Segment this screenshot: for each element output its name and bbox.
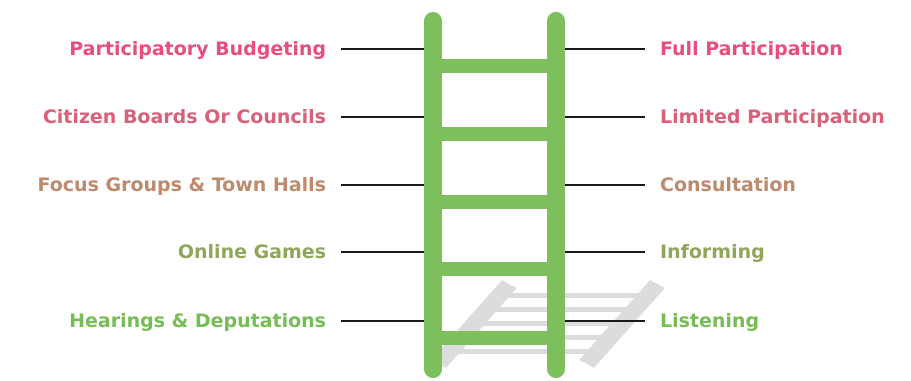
left-label-focus-groups: Focus Groups & Town Halls: [37, 174, 326, 196]
shadow-rail-left: [431, 280, 517, 368]
ladder-rung: [432, 262, 557, 276]
ladder-rung: [432, 331, 557, 345]
right-label-full-participation: Full Participation: [660, 38, 843, 60]
shadow-rung: [496, 293, 655, 298]
ladder: [424, 12, 565, 378]
ladder-rung: [432, 59, 557, 73]
left-label-participatory-budgeting: Participatory Budgeting: [69, 38, 326, 60]
connector-lines: [341, 48, 645, 322]
left-label-online-games: Online Games: [177, 241, 326, 263]
right-label-informing: Informing: [660, 241, 765, 263]
shadow-rung: [449, 349, 604, 354]
ladder-rung: [432, 195, 557, 209]
ladder-rung: [432, 127, 557, 141]
left-label-citizen-boards: Citizen Boards Or Councils: [42, 106, 326, 128]
left-label-hearings: Hearings & Deputations: [69, 310, 326, 332]
right-label-consultation: Consultation: [660, 174, 796, 196]
right-label-limited-participation: Limited Participation: [660, 106, 885, 128]
right-label-listening: Listening: [660, 310, 760, 332]
